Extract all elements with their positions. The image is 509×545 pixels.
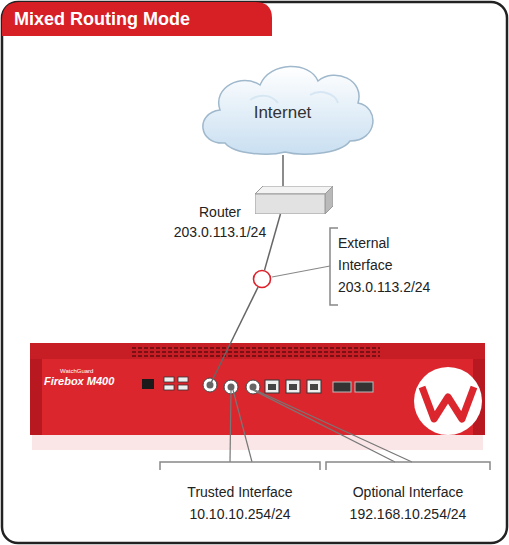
leader-line	[272, 266, 330, 277]
cloud-label: Internet	[190, 102, 375, 124]
ip-address: 203.0.113.1/24	[150, 222, 290, 242]
leader-line	[230, 390, 231, 462]
connector-line	[282, 155, 284, 186]
interface-circle: External Interface203.0.113.2/24	[252, 269, 272, 289]
ip-address: 192.168.10.254/24	[323, 503, 493, 525]
model-name: Firebox M400	[44, 374, 134, 388]
connector-line	[231, 287, 258, 343]
leader-line	[253, 390, 395, 462]
interface-circle-shape	[252, 269, 272, 289]
router-box-shape	[255, 186, 333, 214]
firebox-appliance-shape	[30, 343, 485, 435]
connector-line	[264, 214, 280, 270]
ip-address: 10.10.10.254/24	[155, 503, 325, 525]
device-name: Router	[155, 202, 285, 222]
diagram-title: Mixed Routing Mode	[14, 8, 190, 30]
internet-cloud: Internet	[190, 55, 375, 155]
port-wire	[210, 343, 231, 385]
device-reflection	[32, 434, 483, 450]
bracket	[160, 462, 320, 470]
bracket	[330, 228, 338, 305]
title-tab	[2, 2, 272, 36]
ip-address: 203.0.113.2/24	[338, 276, 458, 298]
bracket	[326, 462, 490, 470]
interface-name: Trusted Interface	[155, 481, 325, 503]
leader-line	[255, 390, 412, 462]
leader-line	[233, 390, 252, 462]
interface-name: External Interface	[338, 232, 428, 276]
interface-name: Optional Interface	[323, 481, 493, 503]
firebox-appliance: WatchGuardFirebox M400	[30, 343, 485, 435]
router-box: Router203.0.113.1/24	[255, 186, 333, 214]
brand-logo: WatchGuard	[60, 367, 120, 375]
